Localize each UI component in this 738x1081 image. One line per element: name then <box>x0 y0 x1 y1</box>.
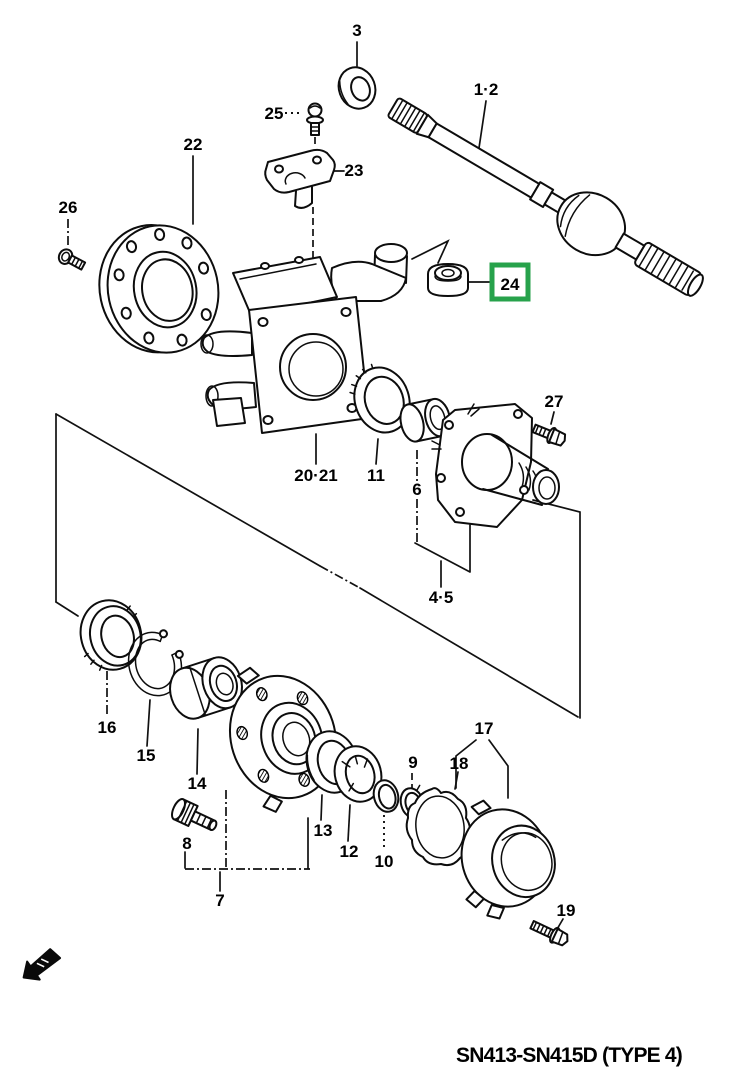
part-bolt-25 <box>306 102 324 136</box>
part-bolt-27 <box>531 423 567 447</box>
part-ring-10 <box>372 779 400 813</box>
callout-11: 11 <box>367 466 385 485</box>
highlight-label-24: 24 <box>501 275 520 294</box>
front-direction-arrow-icon <box>22 948 62 981</box>
callout-23: 23 <box>345 161 364 180</box>
part-oil-seal-3 <box>337 66 377 110</box>
part-bolt-26 <box>57 248 87 271</box>
callout-25: 25 <box>265 104 284 123</box>
part-bolt-19 <box>529 920 569 947</box>
callout-12: 12 <box>340 842 359 861</box>
footer-model-code: SN413-SN415D (TYPE 4) <box>456 1044 682 1067</box>
callout-10: 10 <box>375 852 394 871</box>
part-steering-knuckle <box>200 243 408 434</box>
callout-3: 3 <box>352 21 361 40</box>
highlight-box-24: 24 <box>489 262 531 302</box>
callout-27: 27 <box>545 392 564 411</box>
callout-22: 22 <box>184 135 203 154</box>
callout-19: 19 <box>557 901 576 920</box>
part-knuckle-seal-11 <box>349 363 411 434</box>
part-kingpin-plate-23 <box>264 148 336 209</box>
callout-20-21: 20·21 <box>294 466 337 485</box>
callout-7: 7 <box>215 891 224 910</box>
callout-6: 6 <box>412 480 421 499</box>
callout-9: 9 <box>408 753 417 772</box>
part-axle-shaft <box>387 97 704 297</box>
callout-16: 16 <box>98 718 117 737</box>
callout-8: 8 <box>182 834 191 853</box>
callout-26: 26 <box>59 198 78 217</box>
part-wheel-stud-8 <box>171 798 218 832</box>
part-steering-spindle <box>431 403 560 528</box>
callout-13: 13 <box>314 821 333 840</box>
callout-15: 15 <box>137 746 156 765</box>
callout-17: 17 <box>475 719 494 738</box>
part-kingpin-cover-22 <box>98 224 220 354</box>
part-needle-bearing-24 <box>427 263 469 297</box>
leader-lines <box>67 41 564 932</box>
highlight-rect <box>489 262 531 302</box>
callout-4-5: 4·5 <box>429 588 454 607</box>
part-gasket-18 <box>405 787 472 867</box>
part-wheel-bearing-14 <box>169 656 243 720</box>
part-seal-16 <box>79 599 143 671</box>
callout-18: 18 <box>450 754 469 773</box>
part-hub-cover <box>460 799 556 920</box>
part-lock-washer-12 <box>333 745 383 803</box>
callout-1-2: 1·2 <box>474 80 499 99</box>
callout-14: 14 <box>188 774 207 793</box>
